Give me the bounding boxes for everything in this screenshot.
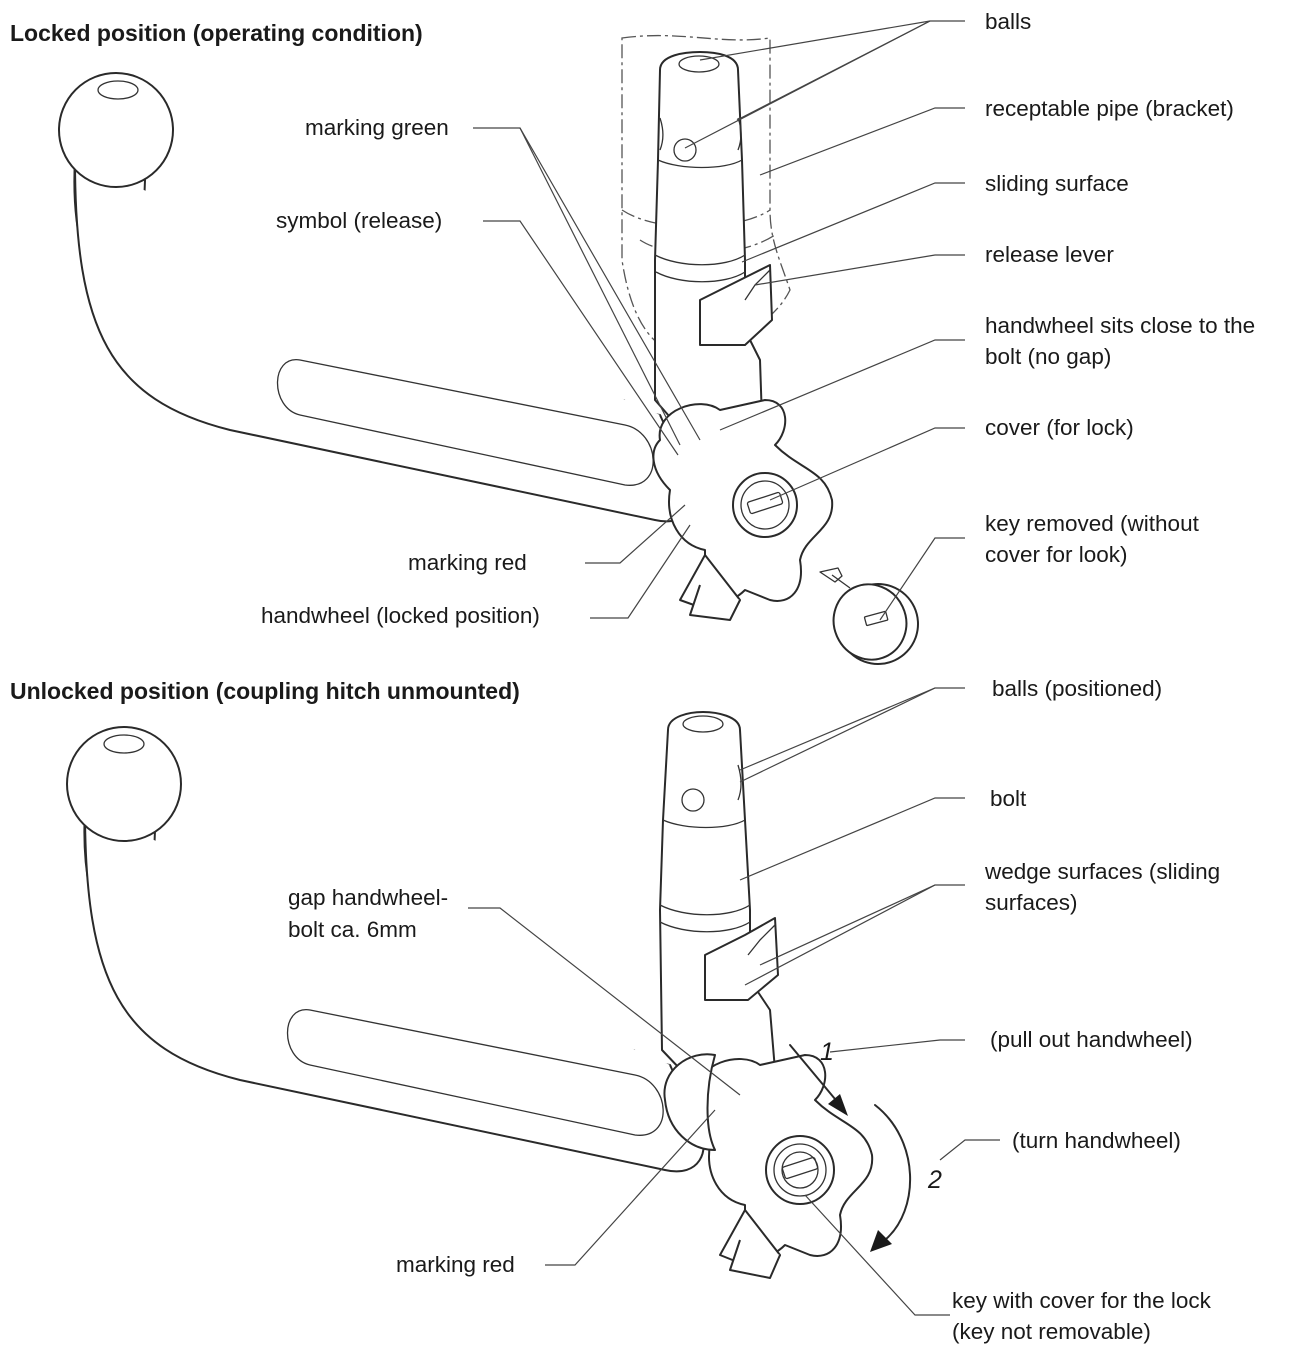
label-symbol-release: symbol (release) bbox=[276, 208, 443, 233]
label-balls-positioned: balls (positioned) bbox=[992, 676, 1163, 701]
label-marking-green: marking green bbox=[305, 115, 449, 140]
label-key-removed-line1: key removed (without bbox=[985, 511, 1199, 536]
step-2-number: 2 bbox=[928, 1166, 942, 1194]
label-sliding-surface: sliding surface bbox=[985, 171, 1129, 196]
label-cover: cover (for lock) bbox=[985, 415, 1134, 440]
label-turn: (turn handwheel) bbox=[1012, 1128, 1181, 1153]
label-key-cover-line2: (key not removable) bbox=[952, 1319, 1151, 1344]
label-balls: balls bbox=[985, 9, 1032, 34]
locked-leader-lines bbox=[473, 20, 965, 621]
label-release-lever: release lever bbox=[985, 242, 1114, 267]
label-key-cover-line1: key with cover for the lock bbox=[952, 1288, 1211, 1313]
label-marking-red-locked: marking red bbox=[408, 550, 527, 575]
label-wedge-line1: wedge surfaces (sliding bbox=[985, 859, 1221, 884]
locked-hitch-drawing bbox=[58, 34, 919, 665]
label-key-removed-line2: cover for look) bbox=[985, 542, 1128, 567]
label-handwheel-close-line2: bolt (no gap) bbox=[985, 344, 1112, 369]
unlocked-hitch-drawing bbox=[66, 711, 911, 1279]
label-bolt: bolt bbox=[990, 786, 1027, 811]
label-wedge-line2: surfaces) bbox=[985, 890, 1078, 915]
label-marking-red-unlocked: marking red bbox=[396, 1252, 515, 1277]
label-gap-line2: bolt ca. 6mm bbox=[288, 917, 417, 942]
label-pull-out: (pull out handwheel) bbox=[990, 1027, 1193, 1052]
unlocked-leader-lines bbox=[468, 687, 1000, 1316]
label-receptable-pipe: receptable pipe (bracket) bbox=[985, 96, 1234, 121]
label-handwheel-close-line1: handwheel sits close to the bbox=[985, 313, 1256, 338]
unlocked-section-title: Unlocked position (coupling hitch unmoun… bbox=[10, 678, 520, 704]
removed-cover-drawing bbox=[819, 567, 919, 665]
step-1-number: 1 bbox=[820, 1038, 834, 1066]
label-gap-line1: gap handwheel- bbox=[288, 885, 449, 910]
label-handwheel-locked: handwheel (locked position) bbox=[261, 603, 540, 628]
locked-section-title: Locked position (operating condition) bbox=[10, 20, 423, 46]
